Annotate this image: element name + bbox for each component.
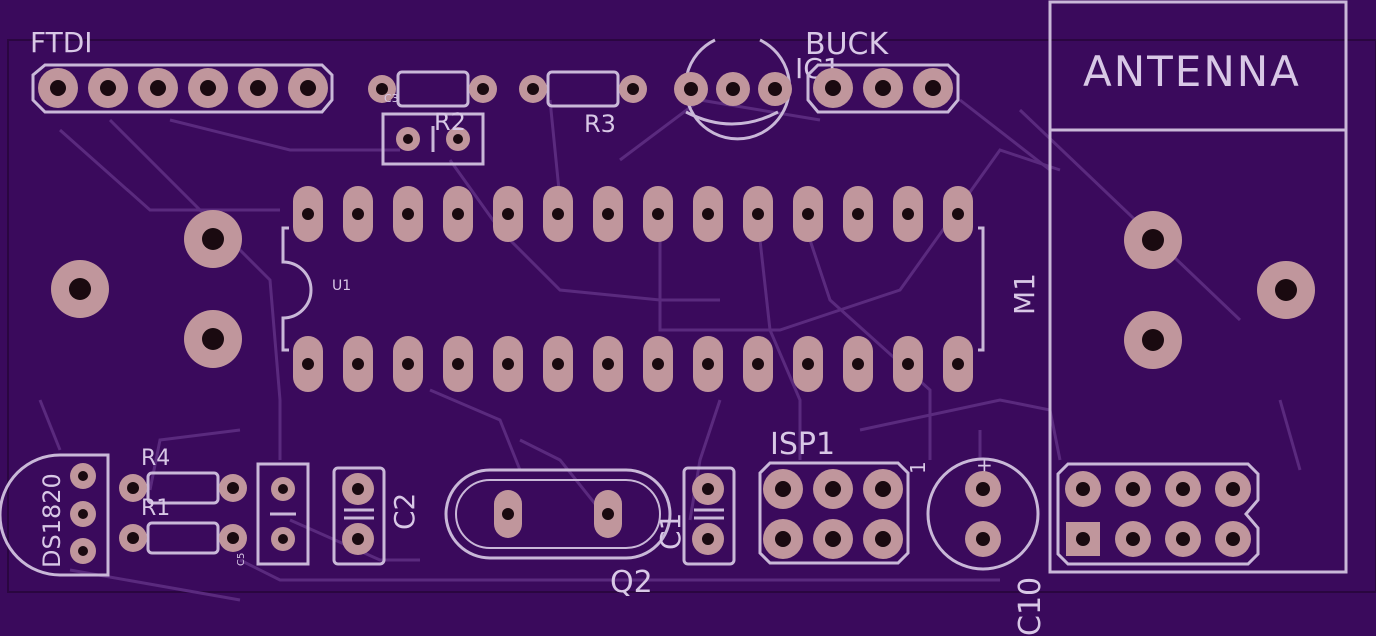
- capacitor-c5: [256, 462, 310, 566]
- c3-label: C3: [384, 92, 399, 105]
- c5-label: C5: [236, 553, 247, 566]
- board-outline: [7, 39, 1376, 593]
- ftdi-label: FTDI: [30, 26, 93, 59]
- dip-drill: [952, 208, 964, 220]
- regulator-ic1: IC1: [674, 38, 841, 141]
- antenna-module: ANTENNA: [1048, 0, 1348, 574]
- antenna-label: ANTENNA: [1083, 47, 1301, 96]
- dip-drill: [502, 358, 514, 370]
- dip-drill: [602, 358, 614, 370]
- q2-label: Q2: [610, 565, 653, 600]
- dip-drill: [352, 358, 364, 370]
- isp1-label: ISP1: [770, 427, 835, 462]
- dip-drill: [652, 358, 664, 370]
- c10-label: C10: [1013, 577, 1048, 636]
- dip-drill: [352, 208, 364, 220]
- dip-drill: [702, 208, 714, 220]
- dip-drill: [302, 358, 314, 370]
- dip-drill: [752, 208, 764, 220]
- c1-label: C1: [654, 513, 687, 550]
- m1-label: M1: [1008, 273, 1041, 315]
- c2-label: C2: [388, 493, 421, 530]
- ds1820-label: DS1820: [38, 473, 66, 568]
- dip-chip-icon: U1 M1: [281, 186, 1041, 392]
- radio-header: [1056, 462, 1260, 566]
- ftdi-header: FTDI: [30, 26, 334, 114]
- dip-drill: [902, 208, 914, 220]
- traces: [38, 98, 1302, 602]
- crystal-icon: Q2: [444, 468, 672, 600]
- dip-drill: [502, 208, 514, 220]
- dip-drill: [752, 358, 764, 370]
- c10-plus-label: +: [976, 453, 993, 477]
- r2-label: R2: [434, 108, 466, 136]
- isp1-header: ISP1 1: [758, 427, 930, 565]
- ds1820-sensor: DS1820: [0, 453, 110, 577]
- power-jack: [51, 210, 242, 368]
- capacitor-c3: R2: [381, 108, 485, 166]
- u1-label: U1: [332, 278, 351, 294]
- dip-drill: [652, 208, 664, 220]
- capacitor-c1: C1: [654, 466, 736, 566]
- resistor-r2: C3: [368, 70, 497, 108]
- dip-drill: [552, 208, 564, 220]
- dip-drill: [452, 208, 464, 220]
- dip-drill: [552, 358, 564, 370]
- r3-label: R3: [584, 110, 616, 138]
- dip-drill: [952, 358, 964, 370]
- capacitor-c2: C2: [332, 466, 421, 566]
- dip-drill: [802, 358, 814, 370]
- r1-label: R1: [141, 496, 170, 521]
- dip-drill: [452, 358, 464, 370]
- dip-drill: [802, 208, 814, 220]
- r4-label: R4: [141, 446, 170, 471]
- dip-drill: [402, 208, 414, 220]
- isp-pin1-label: 1: [906, 461, 930, 474]
- resistor-r4: R4: [119, 446, 247, 505]
- resistor-r1: R1 C5: [119, 496, 247, 566]
- dip-drill: [302, 208, 314, 220]
- dip-drill: [852, 208, 864, 220]
- dip-drill: [902, 358, 914, 370]
- dip-drill: [402, 358, 414, 370]
- buck-header: BUCK: [805, 27, 960, 114]
- capacitor-icon: + C10: [926, 453, 1048, 636]
- dip-drill: [852, 358, 864, 370]
- dip-drill: [602, 208, 614, 220]
- dip-drill: [702, 358, 714, 370]
- resistor-r3: R3: [519, 70, 647, 138]
- buck-label: BUCK: [805, 27, 889, 62]
